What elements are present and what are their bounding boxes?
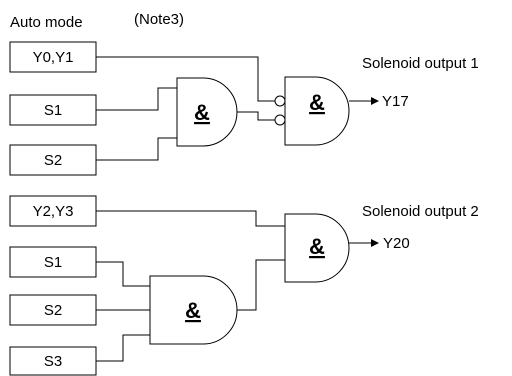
wire-s3-to-gate [96,334,150,362]
input-box-s2 [9,144,97,176]
wire-inner-to-outer [237,259,285,311]
input-label-s3: S3 [44,353,62,370]
and-gate-symbol: & [185,298,201,323]
header-note: (Note3) [134,11,184,28]
wire-y0y1-to-gate [96,56,275,102]
and-gate-symbol: & [309,234,325,259]
and-gate-outer-1 [284,76,350,146]
input-box-s1 [9,246,97,278]
circuit-2: Y2,Y3 S1 S2 S3 & & Y20 Solenoid output 2 [9,195,479,376]
input-label-s1: S1 [44,102,62,119]
header-title: Auto mode [10,14,83,31]
and-gate-outer-2 [284,213,350,283]
input-label-s2: S2 [44,152,62,169]
and-gate-inner-2 [149,275,238,345]
input-box-y2y3 [9,195,97,227]
output-label-1: Solenoid output 1 [362,55,479,72]
input-label-s1: S1 [44,254,62,271]
output-label-2: Solenoid output 2 [362,203,479,220]
input-label-s2: S2 [44,302,62,319]
input-box-s1 [9,94,97,126]
input-label-y2y3: Y2,Y3 [33,203,74,220]
input-box-y0y1 [9,41,97,73]
and-gate-symbol: & [309,90,325,115]
wire-inner-to-outer [237,111,275,121]
circuit-1: Y0,Y1 S1 S2 & & Y17 Solenoid output 1 [9,41,479,176]
input-box-s3 [9,346,97,376]
invert-bubble [274,95,286,107]
wire-s1-to-gate [96,87,177,111]
wire-s2-to-gate [96,137,177,161]
and-gate-symbol: & [194,100,210,125]
output-name-2: Y20 [383,235,410,252]
and-gate-inner-1 [176,77,238,147]
wire-s1-to-gate [96,261,150,287]
invert-bubble [274,114,286,126]
output-name-1: Y17 [382,93,409,110]
wire-y2y3-to-gate [96,210,285,227]
input-label-y0y1: Y0,Y1 [33,49,74,66]
